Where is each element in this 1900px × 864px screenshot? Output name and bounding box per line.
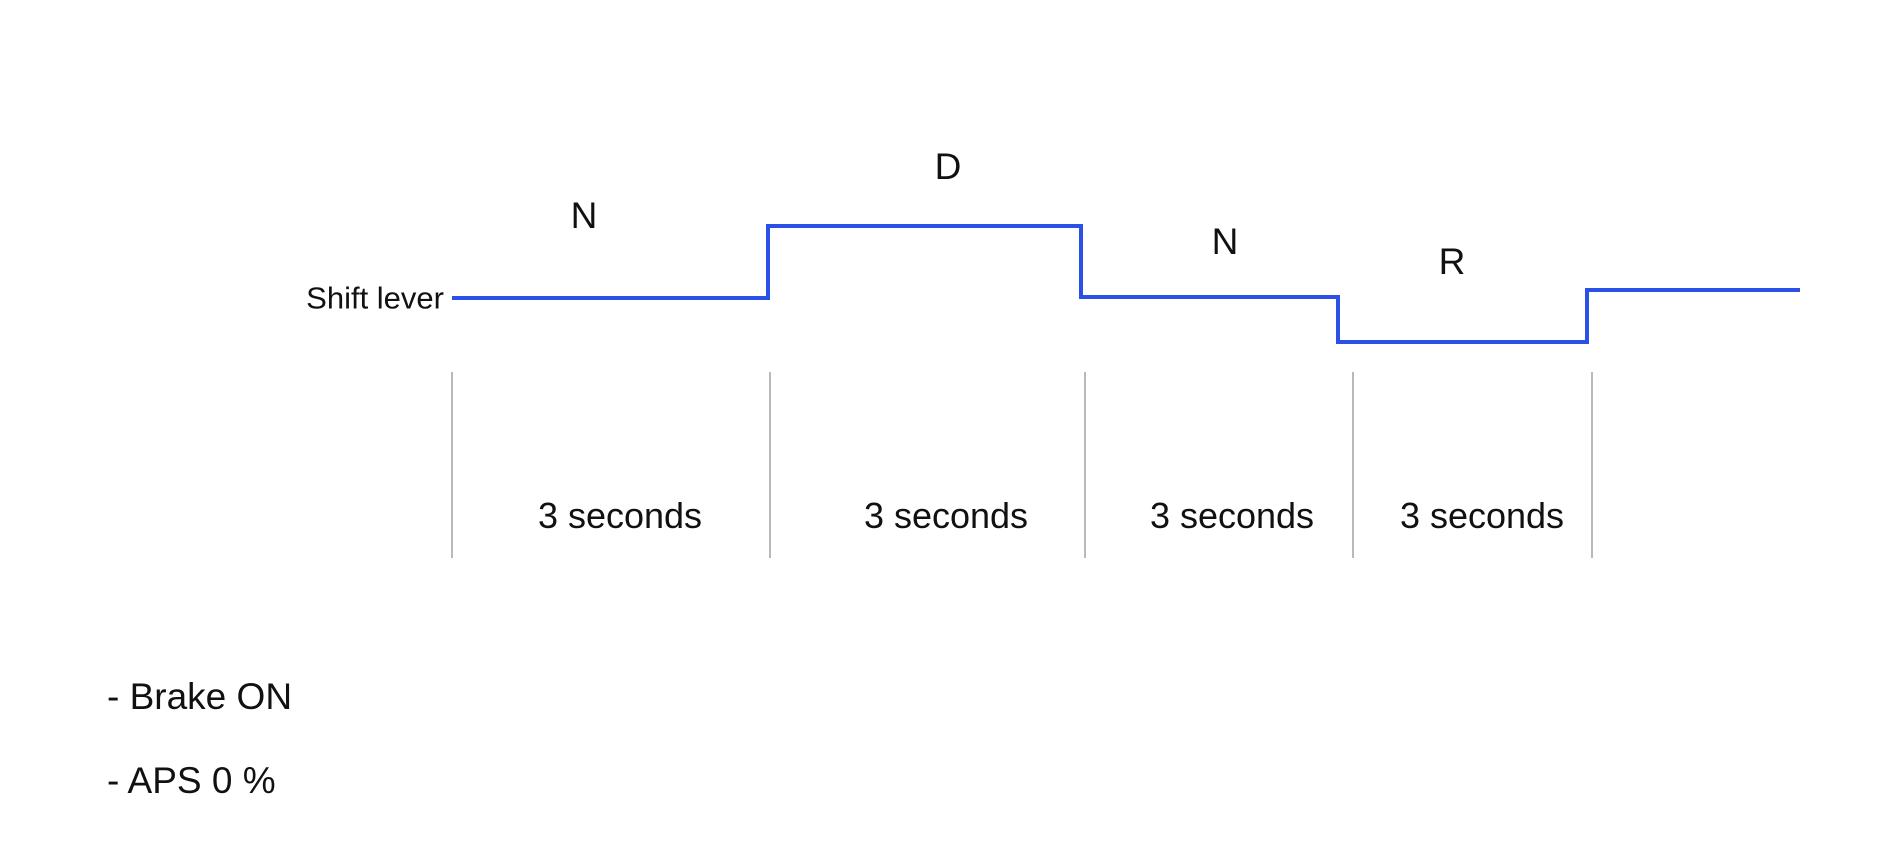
segment-divider — [769, 372, 771, 558]
phase-label-n: N — [570, 195, 598, 236]
segment-divider — [1352, 372, 1354, 558]
phase-label-r: R — [1438, 241, 1466, 282]
duration-label: 3 seconds — [863, 495, 1029, 536]
phase-label-d: D — [934, 146, 962, 187]
segment-divider — [1084, 372, 1086, 558]
duration-label: 3 seconds — [1149, 495, 1315, 536]
shift-lever-waveform-line — [452, 224, 1800, 344]
note-brake-on: - Brake ON — [107, 676, 293, 717]
duration-label: 3 seconds — [537, 495, 703, 536]
signal-label-shift-lever: Shift lever — [306, 280, 444, 316]
segment-divider — [1591, 372, 1593, 558]
duration-label: 3 seconds — [1399, 495, 1565, 536]
segment-divider — [451, 372, 453, 558]
note-aps-0-percent: - APS 0 % — [107, 760, 276, 801]
phase-label-n: N — [1211, 221, 1239, 262]
